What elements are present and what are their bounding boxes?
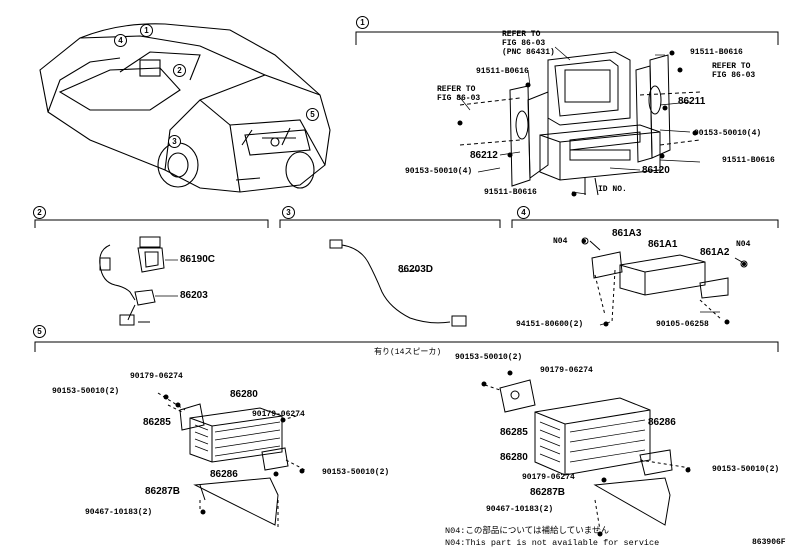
screw-label-l: 90153-50010(4) bbox=[405, 167, 473, 176]
bracket-label-86212: 86212 bbox=[470, 150, 498, 161]
refer-c-line2: FIG 86-03 bbox=[437, 94, 481, 103]
switch-label-86190c: 86190C bbox=[180, 254, 216, 265]
bolt-label-r2: 91511-B0616 bbox=[722, 156, 775, 165]
section2-frame bbox=[34, 219, 269, 228]
section5-frame bbox=[34, 341, 779, 352]
left-screw-label: 90153-50010(2) bbox=[52, 387, 120, 396]
head-unit-assembly bbox=[459, 51, 701, 196]
n04-label-right: N04 bbox=[736, 240, 751, 249]
section5-header: 有り(14スピーカ) bbox=[374, 348, 442, 357]
left-bracket-label: 86285 bbox=[143, 417, 171, 428]
left-amp-label: 86280 bbox=[230, 389, 258, 400]
right-plate-label: 86287B bbox=[530, 487, 566, 498]
right-bracket2-label: 86286 bbox=[648, 417, 676, 428]
n04-label-left: N04 bbox=[553, 237, 568, 246]
refer-c-line1: REFER TO bbox=[437, 85, 476, 94]
car-callout-1: 1 bbox=[140, 24, 153, 37]
cable-label-86203d: 86203D bbox=[398, 264, 434, 275]
switch-harness bbox=[99, 236, 165, 326]
right-screw3-label: 90467-10183(2) bbox=[486, 505, 554, 514]
car-callout-5: 5 bbox=[306, 108, 319, 121]
right-clip2-label: 90179-06274 bbox=[522, 473, 575, 482]
section4-unit bbox=[581, 237, 748, 323]
right-screw2-label: 90153-50010(2) bbox=[712, 465, 780, 474]
bolt-label-bottom: 91511-B0616 bbox=[484, 188, 537, 197]
section-marker-2: 2 bbox=[33, 206, 46, 219]
id-no-label: ID NO. bbox=[598, 185, 627, 194]
bolt-label-tl: 91511-B0616 bbox=[476, 67, 529, 76]
screw-label-r: 90153-50010(4) bbox=[694, 129, 762, 138]
right-amp-label: 86280 bbox=[500, 452, 528, 463]
unit-label-86120: 86120 bbox=[642, 165, 670, 176]
amp-right bbox=[484, 379, 691, 531]
diagram-id: 863906F bbox=[752, 538, 786, 547]
bracket-label-86211: 86211 bbox=[678, 96, 706, 107]
refer-a-line2: FIG 86-03 bbox=[502, 39, 546, 48]
harness-label-86203: 86203 bbox=[180, 290, 208, 301]
refer-a-line1: REFER TO bbox=[502, 30, 541, 39]
left-clip2-label: 90179-06274 bbox=[252, 410, 305, 419]
section3-frame bbox=[279, 219, 501, 228]
left-plate-label: 86287B bbox=[145, 486, 181, 497]
amp-left bbox=[157, 392, 306, 528]
left-clip-label: 90179-06274 bbox=[130, 372, 183, 381]
bolt-label-90105: 90105-06258 bbox=[656, 320, 709, 329]
refer-b-line2: FIG 86-03 bbox=[712, 71, 756, 80]
bracket-label-861a2: 861A2 bbox=[700, 247, 730, 258]
right-screw-label: 90153-50010(2) bbox=[455, 353, 523, 362]
bolt-label-94151: 94151-80600(2) bbox=[516, 320, 584, 329]
fasteners bbox=[163, 50, 746, 537]
section-marker-5: 5 bbox=[33, 325, 46, 338]
right-bracket-label: 86285 bbox=[500, 427, 528, 438]
box-label-861a1: 861A1 bbox=[648, 239, 678, 250]
bracket-label-861a3: 861A3 bbox=[612, 228, 642, 239]
section-marker-3: 3 bbox=[282, 206, 295, 219]
left-screw2-label: 90153-50010(2) bbox=[322, 468, 390, 477]
note-japanese: N04:この部品については補給していません bbox=[445, 526, 609, 536]
refer-a-line3: (PNC 86431) bbox=[502, 48, 555, 57]
section1-frame bbox=[355, 31, 779, 45]
section-marker-4: 4 bbox=[517, 206, 530, 219]
car-callout-3: 3 bbox=[168, 135, 181, 148]
car-callout-2: 2 bbox=[173, 64, 186, 77]
cable-86203d bbox=[329, 239, 467, 327]
left-screw3-label: 90467-10183(2) bbox=[85, 508, 153, 517]
refer-b-line1: REFER TO bbox=[712, 62, 751, 71]
section-marker-1: 1 bbox=[356, 16, 369, 29]
note-english: N04:This part is not available for servi… bbox=[445, 538, 660, 548]
car-callout-4: 4 bbox=[114, 34, 127, 47]
section4-frame bbox=[511, 219, 779, 228]
bolt-label-tr: 91511-B0616 bbox=[690, 48, 743, 57]
right-clip-label: 90179-06274 bbox=[540, 366, 593, 375]
car-illustration bbox=[39, 23, 331, 193]
left-bracket2-label: 86286 bbox=[210, 469, 238, 480]
